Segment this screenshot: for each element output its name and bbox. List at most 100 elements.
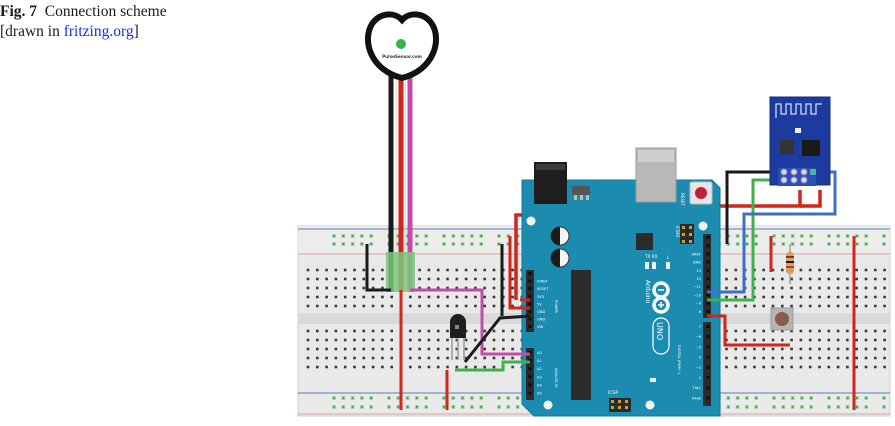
breadboard-hole bbox=[772, 242, 776, 246]
breadboard-hole bbox=[360, 242, 364, 246]
breadboard-hole bbox=[306, 277, 310, 281]
breadboard-hole bbox=[836, 242, 841, 246]
pin-label: A3 bbox=[537, 375, 542, 379]
breadboard-hole bbox=[418, 338, 421, 342]
breadboard-hole bbox=[436, 347, 440, 351]
breadboard-hole bbox=[771, 338, 775, 342]
breadboard-hole bbox=[836, 286, 840, 290]
breadboard-hole bbox=[846, 356, 849, 360]
breadboard-hole bbox=[390, 304, 393, 308]
breadboard-hole bbox=[334, 356, 338, 360]
breadboard-hole bbox=[511, 347, 514, 351]
breadboard-hole bbox=[464, 338, 468, 342]
breadboard-hole bbox=[772, 396, 776, 400]
breadboard-hole bbox=[734, 277, 738, 281]
breadboard-hole bbox=[362, 277, 366, 281]
breadboard-hole bbox=[762, 338, 765, 342]
breadboard-hole bbox=[515, 405, 520, 409]
header-pin bbox=[706, 252, 710, 256]
breadboard-hole bbox=[316, 268, 319, 272]
breadboard-hole bbox=[855, 396, 859, 400]
breadboard-hole bbox=[753, 356, 756, 360]
breadboard-hole bbox=[381, 277, 384, 281]
breadboard-hole bbox=[334, 295, 338, 299]
breadboard-hole bbox=[474, 295, 477, 299]
breadboard-hole bbox=[845, 242, 850, 246]
breadboard-hole bbox=[743, 304, 747, 308]
pin-label: A5 bbox=[537, 392, 542, 396]
breadboard-hole bbox=[725, 365, 728, 369]
pin-label: ~11 bbox=[693, 285, 701, 289]
breadboard-hole bbox=[836, 268, 840, 272]
breadboard-hole bbox=[409, 347, 412, 351]
header-pin bbox=[528, 367, 532, 371]
breadboard-hole bbox=[381, 295, 384, 299]
breadboard-hole bbox=[306, 329, 310, 333]
breadboard-hole bbox=[325, 277, 328, 281]
breadboard-hole bbox=[353, 356, 356, 360]
breadboard-hole bbox=[845, 405, 850, 409]
breadboard-hole bbox=[882, 242, 886, 246]
breadboard-hole bbox=[427, 356, 431, 360]
breadboard-hole bbox=[754, 396, 759, 400]
breadboard-hole bbox=[799, 277, 803, 281]
breadboard-hole bbox=[483, 338, 486, 342]
breadboard-hole bbox=[474, 304, 477, 308]
resistor bbox=[786, 244, 794, 284]
breadboard-hole bbox=[818, 304, 821, 308]
breadboard-hole bbox=[460, 234, 465, 238]
icsp-pins bbox=[611, 400, 628, 409]
pin-label: 12 bbox=[696, 277, 701, 281]
breadboard-hole bbox=[771, 277, 775, 281]
wire-black-sensor-gnd bbox=[365, 244, 391, 292]
breadboard-hole bbox=[418, 268, 421, 272]
breadboard-hole bbox=[343, 295, 347, 299]
breadboard-hole bbox=[799, 356, 803, 360]
breadboard-hole bbox=[874, 365, 877, 369]
breadboard-hole bbox=[771, 295, 775, 299]
breadboard-hole bbox=[506, 405, 511, 409]
breadboard-hole bbox=[390, 365, 393, 369]
breadboard-hole bbox=[369, 405, 373, 409]
breadboard-hole bbox=[306, 356, 310, 360]
breadboard-hole bbox=[306, 286, 310, 290]
header-pin bbox=[528, 325, 532, 329]
breadboard-hole bbox=[827, 295, 831, 299]
breadboard-hole bbox=[451, 396, 456, 400]
breadboard-hole bbox=[362, 338, 366, 342]
breadboard-hole bbox=[442, 242, 446, 246]
regulator-pin bbox=[586, 195, 589, 200]
breadboard-hole bbox=[846, 295, 849, 299]
esp-pin bbox=[790, 168, 798, 176]
breadboard-hole bbox=[771, 356, 775, 360]
breadboard-hole bbox=[725, 268, 728, 272]
breadboard-hole bbox=[762, 356, 765, 360]
breadboard-hole bbox=[781, 396, 786, 400]
esp-pin bbox=[780, 168, 788, 176]
breadboard-hole bbox=[474, 286, 477, 290]
capacitor-mark bbox=[551, 249, 560, 267]
breadboard-hole bbox=[424, 234, 428, 238]
header-pin bbox=[528, 375, 532, 379]
breadboard-hole bbox=[827, 338, 831, 342]
breadboard-hole bbox=[808, 329, 812, 333]
breadboard-hole bbox=[427, 329, 431, 333]
breadboard-hole bbox=[874, 295, 877, 299]
breadboard-hole bbox=[446, 304, 449, 308]
breadboard-hole bbox=[464, 286, 468, 290]
breadboard-hole bbox=[316, 347, 319, 351]
header-pin bbox=[528, 317, 532, 321]
pin-label: RESET bbox=[537, 287, 549, 291]
breadboard-hole bbox=[771, 268, 775, 272]
header-pin bbox=[528, 272, 532, 275]
fritzing-link[interactable]: fritzing.org bbox=[63, 23, 134, 40]
breadboard-hole bbox=[734, 347, 738, 351]
breadboard-hole bbox=[362, 347, 366, 351]
breadboard-hole bbox=[855, 405, 859, 409]
l-label: L bbox=[667, 255, 670, 260]
breadboard-hole bbox=[341, 234, 346, 238]
breadboard-hole bbox=[874, 356, 877, 360]
breadboard-hole bbox=[762, 286, 765, 290]
breadboard-hole bbox=[316, 338, 319, 342]
breadboard-hole bbox=[483, 304, 486, 308]
